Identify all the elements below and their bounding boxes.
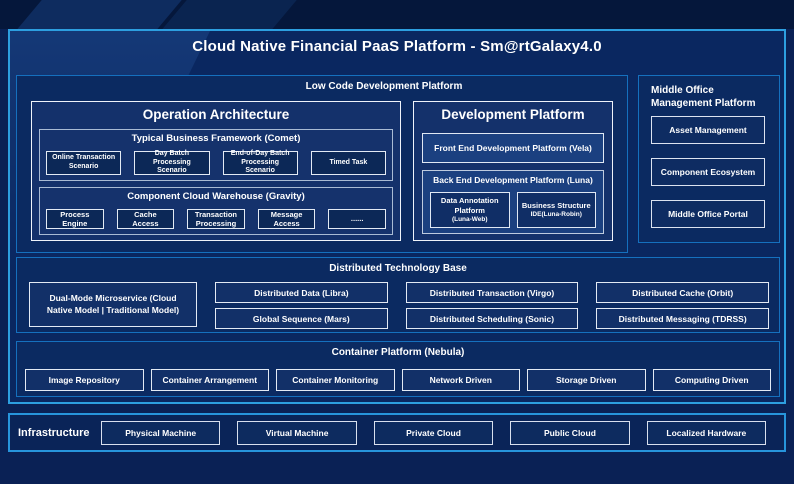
infrastructure-box: Localized Hardware — [646, 420, 767, 445]
container-capabilities-row: Image Repository Container Arrangement C… — [25, 369, 771, 391]
container-capability-box: Container Arrangement — [150, 369, 269, 391]
middle-office-items-column: Asset Management Component Ecosystem Mid… — [651, 116, 765, 228]
business-structure-ide-box: Business Structure IDE(Luna-Robin) — [516, 192, 596, 228]
low-code-development-platform-section: Low Code Development Platform Operation … — [16, 75, 628, 253]
infrastructure-box: Physical Machine — [101, 420, 221, 445]
middle-office-section-label: Middle Office Management Platform — [651, 85, 756, 109]
distributed-capability-box: Distributed Transaction (Virgo) — [405, 282, 579, 303]
component-box: Message Access — [257, 209, 316, 229]
distributed-technology-base-section: Distributed Technology Base Dual-Mode Mi… — [16, 257, 780, 333]
box-label: Business Structure — [521, 200, 591, 210]
low-code-section-label: Low Code Development Platform — [305, 81, 463, 92]
front-end-development-platform-box: Front End Development Platform (Vela) — [422, 133, 604, 163]
component-box: Transaction Processing — [187, 209, 245, 229]
distributed-base-row: Dual-Mode Microservice (Cloud Native Mod… — [29, 282, 769, 329]
operation-architecture-box: Operation Architecture Typical Business … — [31, 101, 401, 241]
main-panel: Cloud Native Financial PaaS Platform - S… — [8, 29, 786, 404]
back-end-development-platform-box: Back End Development Platform (Luna) Dat… — [422, 170, 604, 234]
component-box: Cache Access — [116, 209, 175, 229]
distributed-base-label: Distributed Technology Base — [329, 263, 467, 274]
container-platform-label: Container Platform (Nebula) — [331, 347, 465, 358]
distributed-capability-box: Distributed Data (Libra) — [215, 282, 388, 303]
box-label: Data Annotation Platform — [440, 196, 499, 215]
diagonal-decoration — [158, 0, 302, 29]
operation-architecture-title: Operation Architecture — [142, 107, 290, 122]
development-platform-title: Development Platform — [441, 107, 585, 122]
diagonal-decoration — [13, 0, 187, 29]
component-items-row: Process Engine Cache Access Transaction … — [46, 209, 386, 229]
business-scenario-box: Day Batch Processing Scenario — [134, 150, 210, 175]
typical-business-framework-title: Typical Business Framework (Comet) — [131, 133, 301, 144]
back-end-items-row: Data Annotation Platform (Luna-Web) Busi… — [430, 192, 596, 228]
distributed-capability-box: Global Sequence (Mars) — [215, 308, 388, 329]
component-box-ellipsis: ...... — [328, 209, 386, 229]
infrastructure-section: Infrastructure Physical Machine Virtual … — [8, 413, 786, 452]
page-title: Cloud Native Financial PaaS Platform - S… — [192, 38, 602, 55]
box-sublabel: IDE(Luna-Robin) — [530, 210, 582, 218]
component-cloud-warehouse-box: Component Cloud Warehouse (Gravity) Proc… — [39, 187, 393, 235]
infrastructure-box: Private Cloud — [373, 420, 494, 445]
middle-office-box: Middle Office Portal — [651, 200, 765, 228]
infrastructure-label: Infrastructure — [18, 426, 90, 439]
container-capability-box: Storage Driven — [527, 369, 646, 391]
component-box: Process Engine — [46, 209, 104, 229]
business-scenario-box: Online Transaction Scenario — [46, 151, 122, 175]
typical-business-items-row: Online Transaction Scenario Day Batch Pr… — [46, 150, 386, 175]
container-capability-box: Image Repository — [25, 369, 144, 391]
container-capability-box: Computing Driven — [652, 369, 771, 391]
business-scenario-box: Timed Task — [310, 151, 386, 175]
typical-business-framework-box: Typical Business Framework (Comet) Onlin… — [39, 129, 393, 181]
dual-mode-microservice-box: Dual-Mode Microservice (Cloud Native Mod… — [29, 282, 197, 327]
box-sublabel: (Luna-Web) — [451, 215, 488, 223]
middle-office-management-platform-section: Middle Office Management Platform Asset … — [638, 75, 780, 243]
container-platform-section: Container Platform (Nebula) Image Reposi… — [16, 341, 780, 397]
development-platform-box: Development Platform Front End Developme… — [413, 101, 613, 241]
container-capability-box: Network Driven — [401, 369, 520, 391]
infrastructure-box: Public Cloud — [510, 420, 630, 445]
distributed-capabilities-grid: Distributed Data (Libra) Distributed Tra… — [215, 282, 769, 329]
back-end-platform-title: Back End Development Platform (Luna) — [433, 175, 593, 185]
middle-office-box: Asset Management — [651, 116, 765, 144]
distributed-capability-box: Distributed Cache (Orbit) — [596, 282, 769, 303]
middle-office-box: Component Ecosystem — [651, 158, 765, 186]
distributed-capability-box: Distributed Scheduling (Sonic) — [405, 308, 579, 329]
infrastructure-box: Virtual Machine — [237, 420, 357, 445]
container-capability-box: Container Monitoring — [276, 369, 395, 391]
business-scenario-box: End-of-Day Batch Processing Scenario — [222, 150, 298, 175]
top-decoration-strip — [0, 0, 794, 29]
distributed-capability-box: Distributed Messaging (TDRSS) — [596, 308, 769, 329]
data-annotation-platform-box: Data Annotation Platform (Luna-Web) — [430, 192, 510, 228]
component-cloud-warehouse-title: Component Cloud Warehouse (Gravity) — [127, 191, 305, 202]
